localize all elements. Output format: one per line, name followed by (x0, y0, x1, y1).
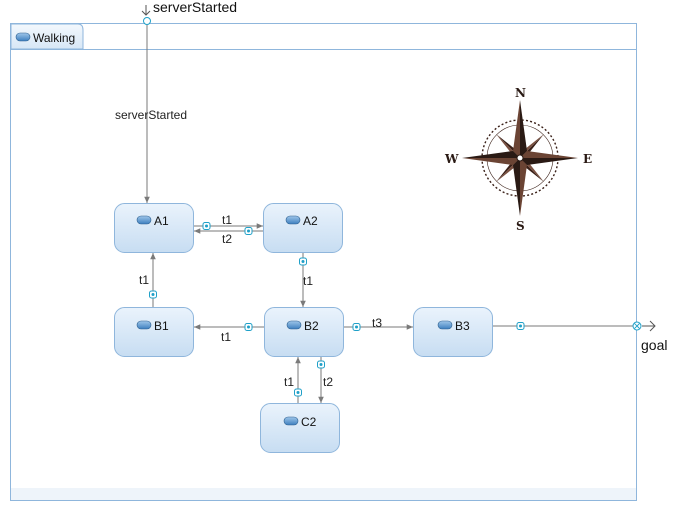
port-c2-b2[interactable] (294, 388, 302, 397)
region-bottom-shade (11, 488, 636, 500)
entry-label: serverStarted (153, 0, 237, 15)
port-b3-goal[interactable] (516, 322, 525, 330)
exit-label: goal (641, 337, 667, 353)
state-a2[interactable]: A2 (263, 203, 343, 253)
state-a1[interactable]: A1 (114, 203, 194, 253)
state-b2[interactable]: B2 (264, 307, 344, 357)
entry-port[interactable] (143, 17, 151, 25)
state-icon (437, 320, 453, 330)
state-c2[interactable]: C2 (260, 403, 340, 453)
entry-point[interactable]: serverStarted (141, 0, 237, 25)
state-b1[interactable]: B1 (114, 307, 194, 357)
state-a1-box[interactable] (114, 203, 194, 253)
state-a1-label: A1 (154, 214, 169, 228)
transitions: serverStarted t1 t2 t1 t1 t1 t3 t1 t2 (115, 25, 633, 403)
state-a2-label: A2 (303, 214, 318, 228)
compass-north-label: N (515, 86, 526, 100)
port-b2-c2[interactable] (317, 360, 325, 369)
edge-label-b2-c2: t2 (323, 375, 333, 389)
edge-label-a2-a1: t2 (222, 232, 232, 246)
transition-ports (149, 222, 525, 397)
state-icon (136, 215, 152, 225)
state-b1-box[interactable] (114, 307, 194, 357)
state-icon (283, 416, 299, 426)
port-a1-a2[interactable] (202, 222, 211, 230)
state-b3[interactable]: B3 (413, 307, 493, 357)
exit-cross-icon (634, 323, 640, 329)
edge-label-b2-b3: t3 (372, 316, 382, 330)
state-b3-label: B3 (455, 319, 470, 333)
port-a2-a1[interactable] (244, 227, 253, 235)
edge-label-a2-b2: t1 (303, 274, 313, 288)
edge-label-entry-a1: serverStarted (115, 108, 187, 122)
port-b2-b3[interactable] (352, 323, 361, 331)
compass-rose-icon: N S E W (444, 86, 592, 233)
exit-point[interactable]: goal (632, 320, 667, 353)
entry-arrow-icon (141, 5, 151, 16)
region-title: Walking (33, 31, 75, 45)
region-state-icon (15, 32, 31, 42)
compass-east-label: E (583, 152, 592, 166)
state-c2-label: C2 (301, 415, 317, 429)
port-b1-a1[interactable] (149, 290, 157, 299)
state-icon (136, 320, 152, 330)
state-b2-label: B2 (304, 319, 319, 333)
exit-arrow-icon (642, 320, 656, 332)
edge-label-b1-a1: t1 (139, 273, 149, 287)
edge-label-b2-b1: t1 (221, 330, 231, 344)
state-a2-box[interactable] (263, 203, 343, 253)
compass-west-label: W (444, 152, 459, 166)
state-b1-label: B1 (154, 319, 169, 333)
port-a2-b2[interactable] (299, 257, 307, 266)
compass-south-label: S (516, 219, 525, 233)
state-icon (285, 215, 301, 225)
edge-label-a1-a2: t1 (222, 213, 232, 227)
state-b3-box[interactable] (413, 307, 493, 357)
region-title-tab[interactable] (10, 23, 84, 50)
port-b2-b1[interactable] (244, 323, 253, 331)
state-c2-box[interactable] (260, 403, 340, 453)
state-icon (286, 320, 302, 330)
state-b2-box[interactable] (264, 307, 344, 357)
edge-label-c2-b2: t1 (284, 375, 294, 389)
